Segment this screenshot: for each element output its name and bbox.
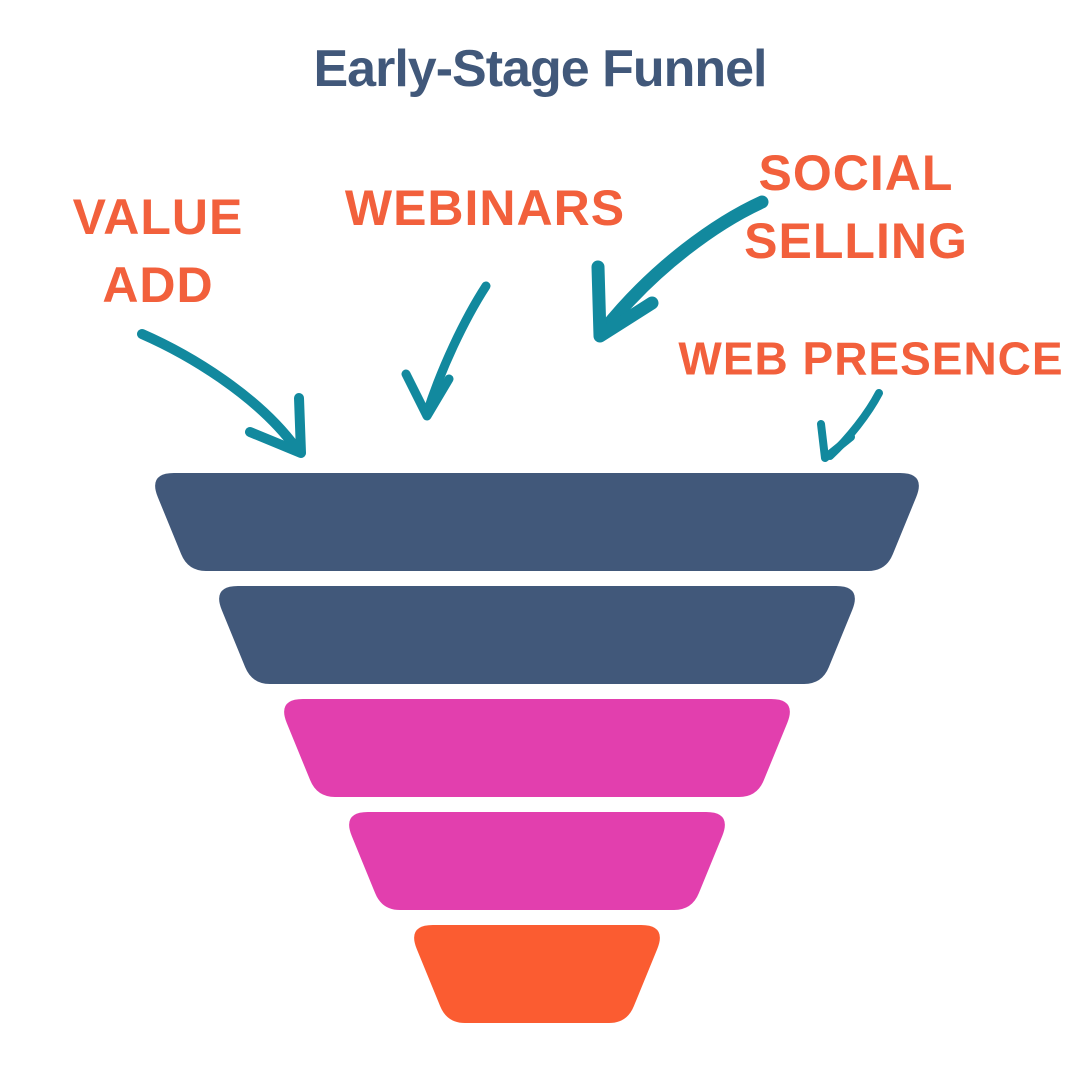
arrow-head xyxy=(401,369,454,421)
value-add-arrow xyxy=(137,329,306,458)
label-line: WEBINARS xyxy=(344,180,626,236)
label-line: ADD xyxy=(102,257,214,313)
funnel-stage-5 xyxy=(414,925,660,1023)
funnel-stage-2 xyxy=(219,586,855,684)
arrow-head xyxy=(591,260,659,343)
webinars-arrow xyxy=(401,281,491,421)
arrow-shaft xyxy=(422,281,491,418)
arrow-head xyxy=(817,420,855,462)
annotation-arrows xyxy=(137,195,883,462)
funnel-stage-4 xyxy=(349,812,725,910)
funnel-stage-1 xyxy=(155,473,919,571)
arrow-shaft xyxy=(137,329,301,453)
arrow-shaft xyxy=(597,195,769,337)
label-line: SOCIAL xyxy=(758,145,954,201)
label-value-add: VALUE ADD xyxy=(73,183,244,319)
web-presence-arrow xyxy=(817,389,883,462)
label-line: SELLING xyxy=(744,213,968,269)
label-line: VALUE xyxy=(72,189,244,245)
label-social-selling: SOCIAL SELLING xyxy=(744,139,968,275)
social-selling-arrow xyxy=(591,195,769,343)
label-web-presence: WEB PRESENCE xyxy=(678,328,1063,391)
funnel-stage-3 xyxy=(284,699,790,797)
page-title: Early-Stage Funnel xyxy=(313,40,768,98)
arrow-head xyxy=(245,393,306,458)
label-webinars: WEBINARS xyxy=(345,174,625,242)
label-line: WEB PRESENCE xyxy=(678,332,1064,385)
